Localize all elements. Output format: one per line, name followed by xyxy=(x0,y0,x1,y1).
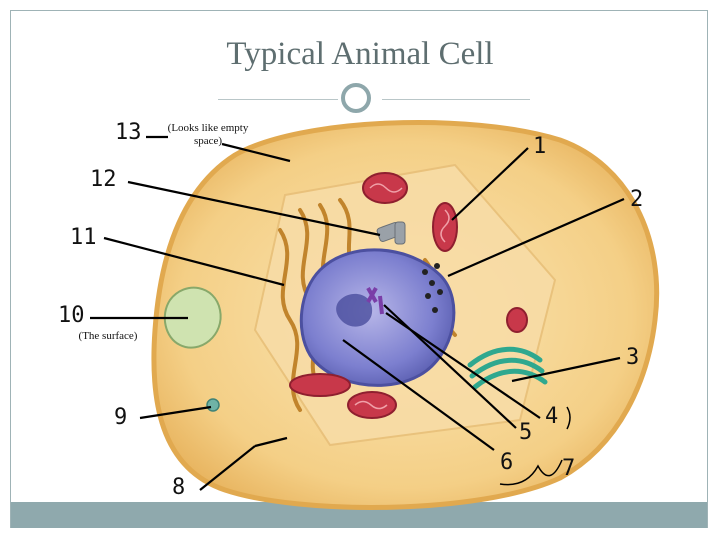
leader-12 xyxy=(127,180,381,237)
surface-pinocytosis xyxy=(163,286,222,349)
label-8: 8 xyxy=(172,475,186,500)
label-11: 11 xyxy=(70,225,97,250)
bracket-7 xyxy=(499,459,563,486)
leader-11 xyxy=(103,236,285,287)
mitochondria-cristae xyxy=(354,183,450,410)
label-1: 1 xyxy=(533,134,547,159)
label-6: 6 xyxy=(500,450,514,475)
label-9: 9 xyxy=(114,405,128,430)
leader-1 xyxy=(451,147,529,221)
leader-6 xyxy=(342,339,495,451)
title-rule-left xyxy=(218,99,338,100)
note-empty-space: (Looks like empty space) xyxy=(167,122,249,147)
golgi-apparatus xyxy=(467,346,548,390)
leader-lines xyxy=(90,135,625,491)
leader-8b xyxy=(254,436,288,448)
label-10: 10 xyxy=(58,303,85,328)
label-3: 3 xyxy=(626,345,640,370)
ribosomes xyxy=(422,263,443,313)
leader-9 xyxy=(139,405,212,420)
leader-4 xyxy=(385,312,541,419)
label-4: 4 xyxy=(545,404,559,429)
leader-empty-space xyxy=(221,142,291,163)
slide-title: Typical Animal Cell xyxy=(226,36,494,72)
title-ornament-circle xyxy=(341,83,371,113)
nucleus xyxy=(299,248,456,387)
bracket-4-right xyxy=(566,406,571,430)
leader-3 xyxy=(511,356,621,383)
leader-8 xyxy=(199,445,256,491)
label-7: 7 xyxy=(562,456,576,481)
mitochondria xyxy=(289,172,528,419)
label-2: 2 xyxy=(630,187,644,212)
bracket-marks xyxy=(499,406,571,486)
label-13: 13 xyxy=(115,120,142,145)
chromatin-marks xyxy=(366,287,384,315)
leader-2 xyxy=(447,197,625,278)
lysosome xyxy=(206,398,220,412)
centrioles xyxy=(376,221,406,245)
label-12: 12 xyxy=(90,167,117,192)
label-5: 5 xyxy=(519,420,533,445)
nucleolus xyxy=(336,293,373,327)
note-surface: (The surface) xyxy=(78,330,138,342)
title-rule-right xyxy=(382,99,530,100)
